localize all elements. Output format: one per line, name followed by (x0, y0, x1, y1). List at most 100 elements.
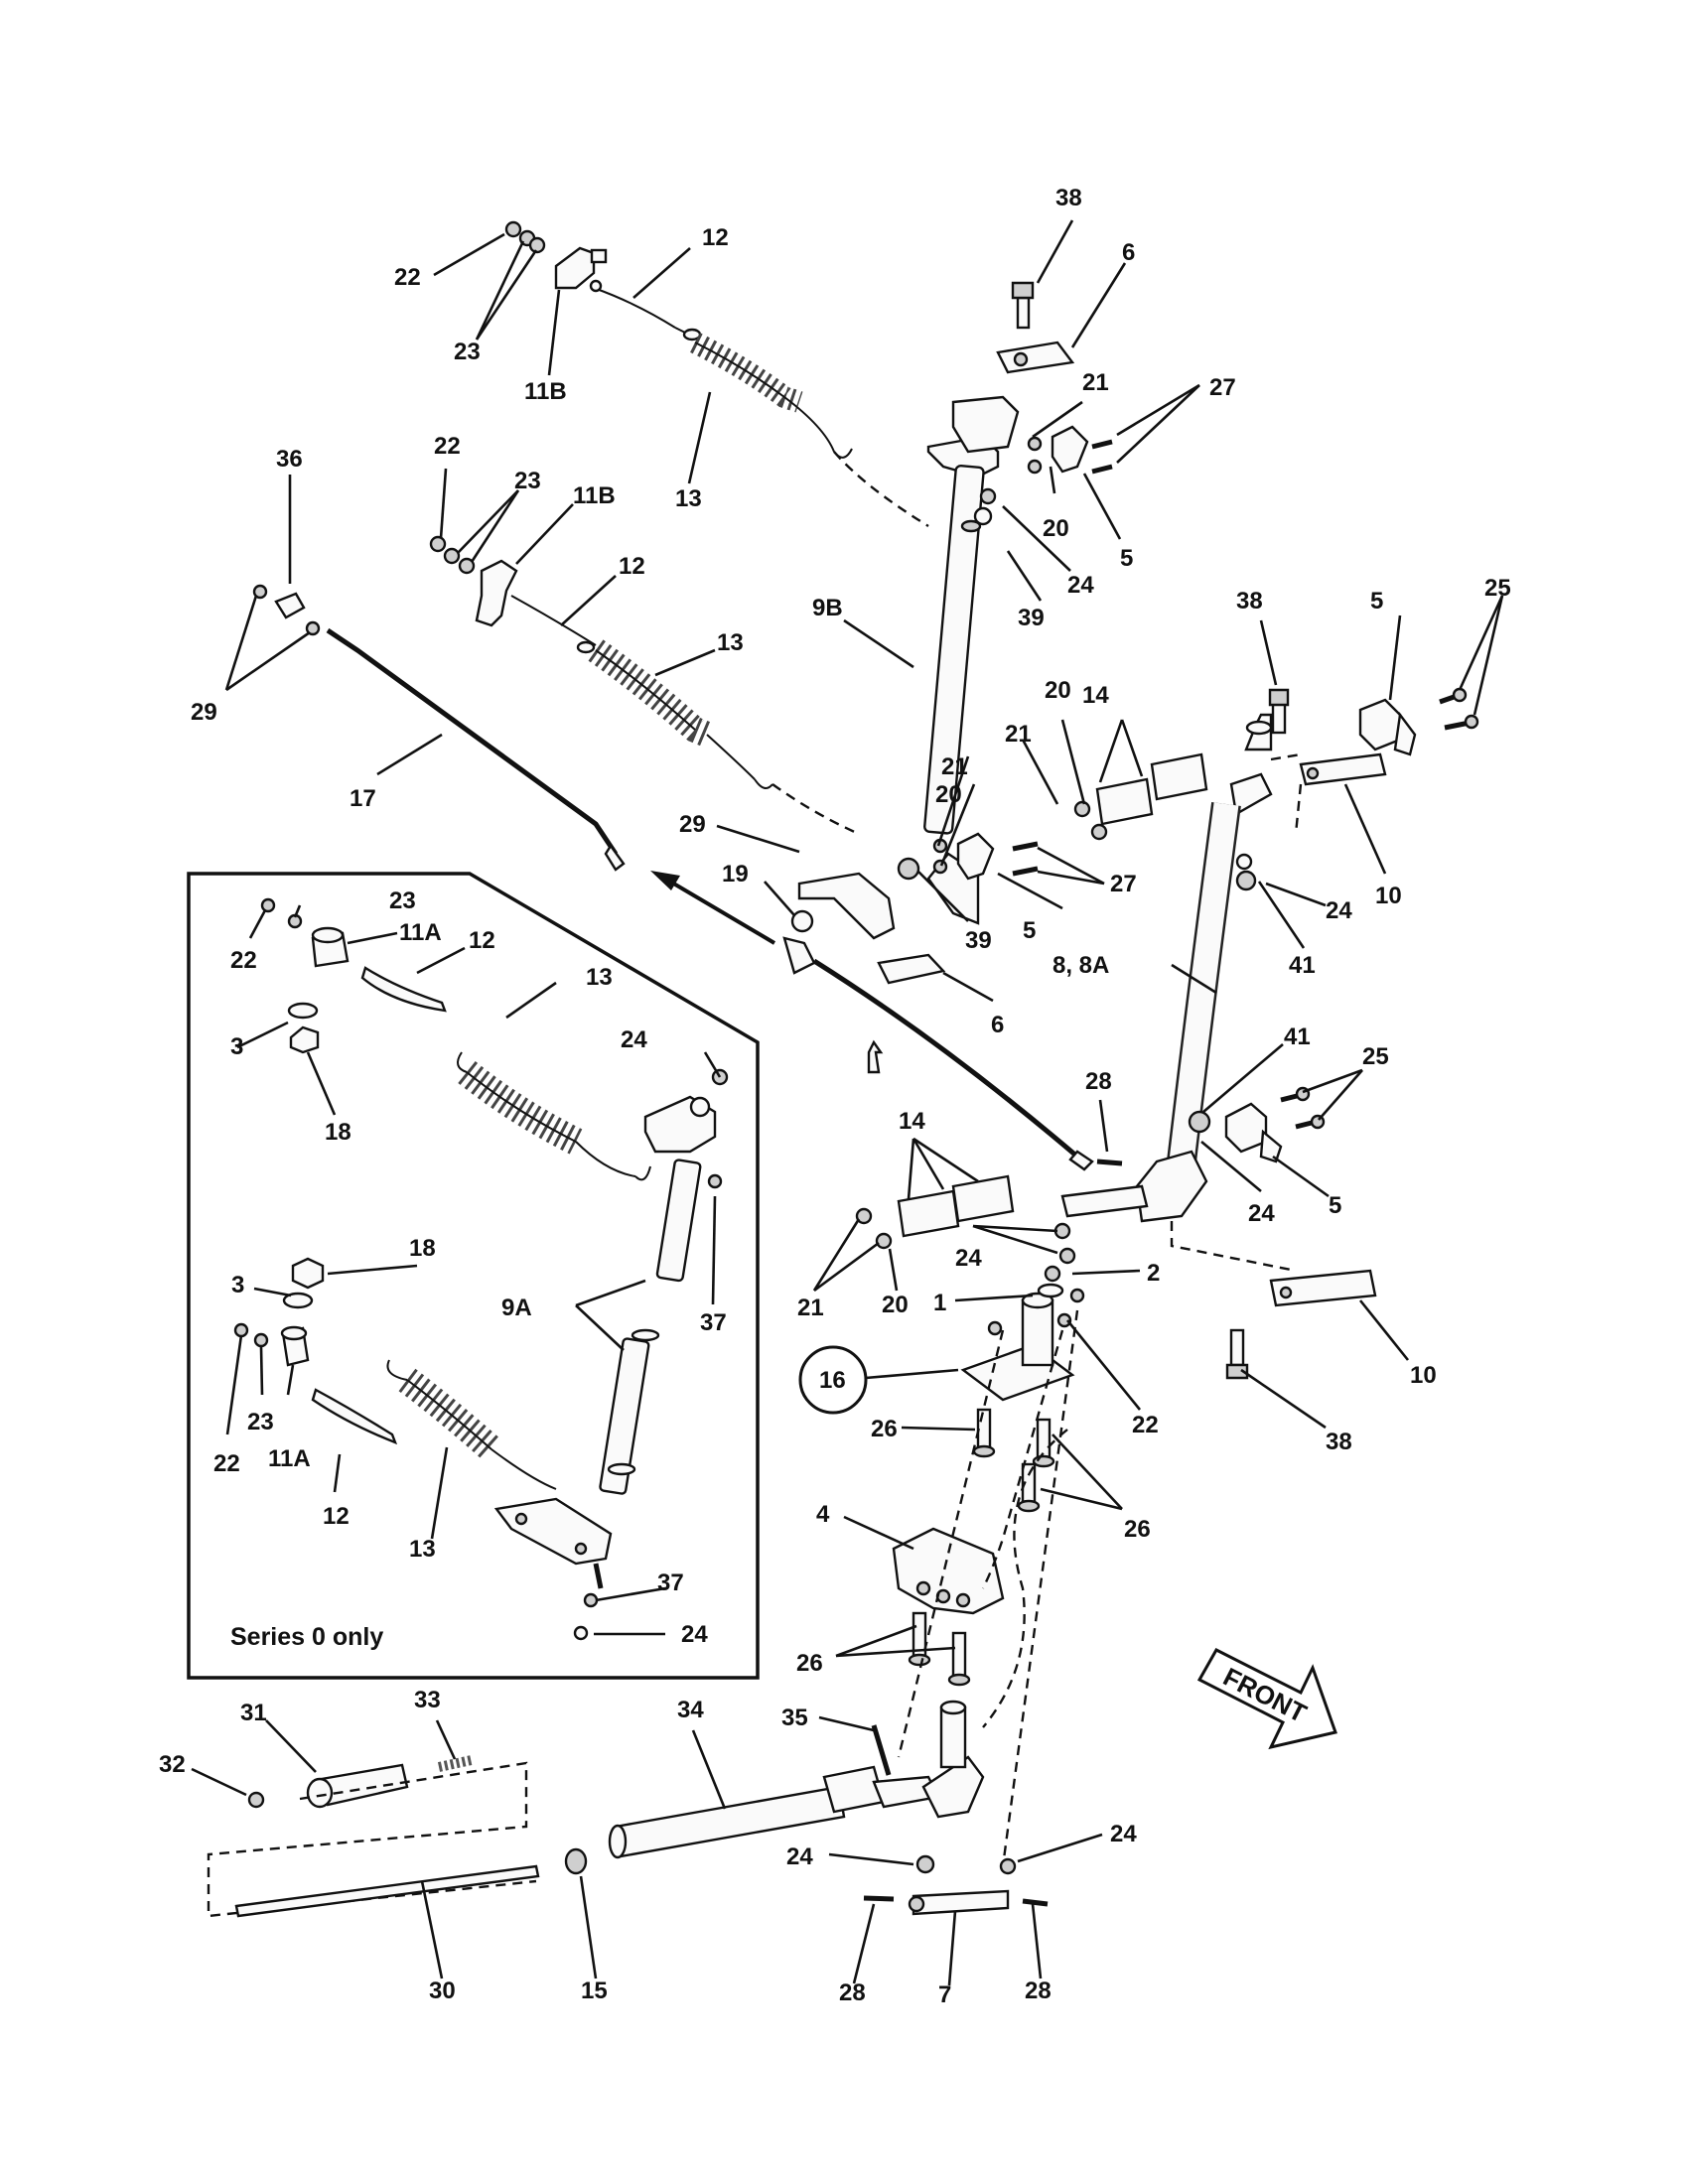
callout-25: 25 (1484, 575, 1511, 602)
leader-line (828, 1852, 914, 1866)
leader-line (265, 1719, 317, 1773)
rod-8-8A (1060, 713, 1273, 1223)
leader-line (575, 1304, 625, 1351)
front-label: FRONT (1218, 1662, 1312, 1728)
spring-13-upper (690, 333, 803, 413)
callout-18: 18 (325, 1119, 351, 1146)
callout-18: 18 (409, 1235, 436, 1262)
callout-15: 15 (581, 1978, 608, 2004)
callout-12: 12 (702, 224, 729, 251)
leader-line (547, 289, 561, 376)
callout-29: 29 (191, 699, 217, 726)
shaft-34 (608, 1700, 985, 1859)
leader-line (1082, 473, 1122, 540)
callout-4: 4 (816, 1501, 830, 1528)
leader-line (1171, 963, 1217, 995)
callout-5: 5 (1120, 545, 1133, 572)
callout-24: 24 (955, 1245, 982, 1272)
callout-17: 17 (350, 785, 376, 812)
nut-41-lower (1188, 1110, 1211, 1134)
leader-line (1272, 1155, 1330, 1198)
front-direction-arrow: FRONT (1196, 1648, 1337, 1750)
leader-line (1120, 719, 1144, 777)
leader-line (1037, 846, 1105, 886)
callout-41: 41 (1284, 1024, 1311, 1050)
link-7 (863, 1854, 1049, 1916)
callout-23: 23 (247, 1409, 274, 1435)
callout-6: 6 (1122, 239, 1135, 266)
callout-34: 34 (677, 1697, 704, 1723)
callout-37: 37 (700, 1309, 727, 1336)
leader-line (376, 733, 443, 776)
callout-39: 39 (1018, 605, 1045, 631)
leader-line (912, 1137, 979, 1183)
leader-line (1070, 262, 1127, 348)
leader-line (420, 1880, 444, 1979)
leader-line (1021, 739, 1059, 805)
callout-35: 35 (781, 1705, 808, 1731)
callout-20: 20 (1043, 515, 1069, 542)
leader-line (1259, 619, 1278, 686)
leader-line (687, 391, 712, 484)
leader-line (1240, 1368, 1327, 1430)
callout-28: 28 (839, 1979, 866, 2006)
plate-6-top (996, 341, 1075, 374)
leader-line (225, 1334, 243, 1435)
inset-frame (187, 872, 760, 1680)
leader-line (912, 1138, 945, 1190)
leader-line (1060, 719, 1086, 805)
callout-26: 26 (796, 1650, 823, 1677)
leader-line (843, 618, 914, 669)
clip-5-mid (932, 832, 1039, 881)
callout-19: 19 (722, 861, 749, 887)
bolts-26 (908, 1408, 1055, 1687)
callout-13: 13 (409, 1536, 436, 1563)
callout-11A: 11A (399, 919, 442, 946)
callout-5: 5 (1370, 588, 1383, 614)
link-rod-19 (782, 909, 1094, 1171)
dashed-line-mid (981, 1329, 1064, 1589)
pin-28-upper (1096, 1159, 1123, 1166)
middle-spring-assembly (429, 535, 860, 836)
leader-line (654, 648, 716, 677)
leader-line (236, 1021, 289, 1049)
callout-41: 41 (1289, 952, 1316, 979)
bracket-4 (892, 1527, 1005, 1615)
nut-41-upper (1235, 853, 1257, 891)
bushing-15 (564, 1847, 588, 1875)
leader-line (1458, 595, 1504, 691)
brackets-14-upper (1073, 752, 1208, 841)
callout-3: 3 (231, 1272, 244, 1298)
leader-line (430, 1446, 449, 1540)
callout-23: 23 (514, 468, 541, 494)
callout-22: 22 (394, 264, 421, 291)
dashed-line-right (1001, 1309, 1079, 1867)
leader-line (293, 904, 302, 918)
leader-line (888, 1248, 899, 1292)
callout-33: 33 (414, 1687, 441, 1713)
callout-27: 27 (1209, 374, 1236, 401)
callout-21: 21 (1082, 369, 1109, 396)
leader-line (1358, 1299, 1410, 1361)
leader-line (333, 1453, 342, 1493)
leader-line (1040, 1487, 1123, 1511)
callout-30: 30 (429, 1978, 456, 2004)
leader-line (901, 1426, 976, 1432)
leader-line (716, 824, 800, 854)
callout-25: 25 (1362, 1043, 1389, 1070)
callout-20: 20 (1045, 677, 1071, 704)
callout-24: 24 (1248, 1200, 1275, 1227)
callout-6: 6 (991, 1012, 1004, 1038)
callout-24: 24 (1326, 897, 1352, 924)
leader-line (470, 489, 520, 563)
callout-21: 21 (797, 1295, 824, 1321)
shaft-30 (234, 1864, 540, 1918)
callout-labels: 38 6 21 27 20 5 24 39 22 23 11B 12 13 22… (159, 185, 1511, 2008)
upper-spring-assembly (504, 220, 929, 528)
leader-line (764, 881, 795, 916)
callout-38: 38 (1326, 1429, 1352, 1455)
leader-line (1049, 466, 1056, 494)
callout-23: 23 (454, 339, 481, 365)
callout-26: 26 (1124, 1516, 1151, 1543)
